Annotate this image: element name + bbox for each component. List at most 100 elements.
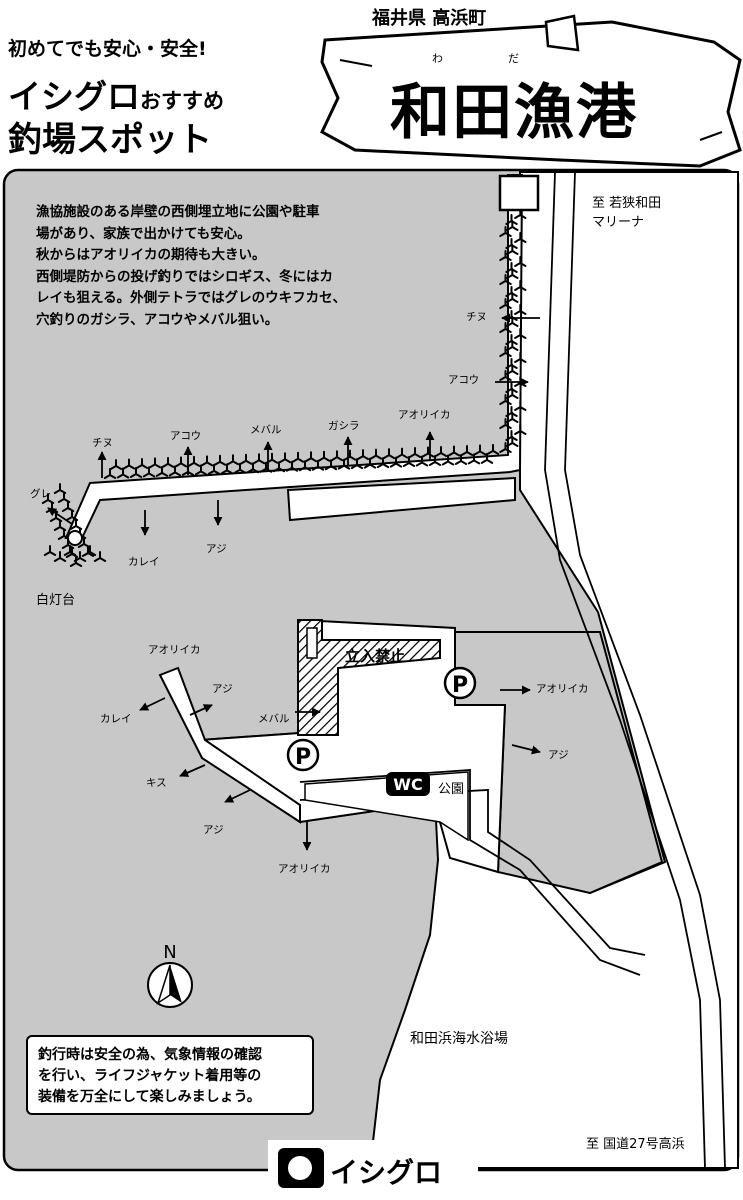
- fish-west-aoriika2: アオリイカ: [278, 863, 331, 875]
- fish-chinu-east: チヌ: [466, 311, 487, 323]
- tetrapod: [207, 463, 221, 475]
- tetrapod: [324, 459, 338, 471]
- tetrapod: [363, 457, 377, 469]
- fish-west-aji2: アジ: [203, 824, 224, 836]
- tetrapod: [499, 346, 512, 357]
- tetrapod: [226, 454, 240, 466]
- lighthouse-label: 白灯台: [36, 592, 75, 608]
- no-entry-building: [306, 627, 318, 659]
- tetrapod: [514, 352, 527, 363]
- page-title: 和田漁港: [390, 78, 638, 148]
- tetrapod: [514, 280, 527, 291]
- tetrapod: [514, 232, 527, 243]
- description-line: レイも狙える。外側テトラではグレのウキフカセ、: [36, 290, 347, 306]
- tetrapod: [506, 364, 519, 375]
- tetrapod: [514, 400, 527, 411]
- tetrapod: [187, 455, 201, 467]
- fish-west-kisu: キス: [146, 777, 167, 789]
- tetrapod: [499, 250, 512, 261]
- tetrapod: [43, 545, 57, 556]
- description-line: 穴釣りのガシラ、アコウやメバル狙い。: [36, 311, 279, 328]
- tetrapod: [337, 458, 351, 470]
- tetrapod: [434, 446, 448, 457]
- tetrapod: [415, 455, 429, 467]
- tetrapod: [499, 322, 512, 333]
- tetrapod-pattern: [41, 208, 527, 567]
- fish-mebaru: メバル: [250, 424, 282, 436]
- tetrapod: [213, 454, 227, 466]
- tetrapod: [506, 244, 519, 255]
- tetrapod: [454, 454, 468, 465]
- tetrapod: [369, 448, 383, 460]
- tetrapod: [514, 256, 527, 267]
- tetrapod: [109, 459, 123, 470]
- header-brand: イシグロ: [8, 77, 140, 116]
- tetrapod: [252, 453, 266, 465]
- north-road-line1: 至 若狭和田: [592, 195, 661, 211]
- tetrapod: [408, 447, 422, 458]
- north-breakwater: [64, 174, 524, 539]
- tetrapod: [311, 459, 325, 471]
- tetrapod: [499, 226, 512, 237]
- tetrapod: [103, 468, 117, 479]
- tetrapod: [506, 340, 519, 351]
- no-entry-label: 立入禁止: [345, 647, 405, 665]
- fish-aji: アジ: [206, 543, 227, 555]
- tetrapod: [499, 298, 512, 309]
- tetrapod: [356, 449, 370, 461]
- tetrapod: [194, 464, 208, 476]
- tetrapod: [506, 268, 519, 279]
- tetrapod: [135, 458, 149, 469]
- wc-label: WC: [393, 775, 422, 794]
- tetrapod: [298, 460, 312, 472]
- notice-line: を行い、ライフジャケット着用等の: [38, 1068, 262, 1084]
- tetrapod: [486, 443, 500, 455]
- fish-chinu: チヌ: [92, 437, 113, 449]
- title-ruby-da: だ: [508, 52, 519, 65]
- description-line: 秋からはアオリイカの期待も大きい。: [36, 247, 266, 263]
- fish-karei: カレイ: [128, 556, 160, 568]
- tetrapod: [506, 412, 519, 423]
- west-breakwater: [158, 666, 301, 824]
- header-brand-line: イシグロおすすめ: [8, 70, 224, 118]
- header-tagline: 初めてでも安心・安全!: [8, 38, 207, 60]
- tetrapod: [239, 453, 253, 465]
- tetrapod: [168, 465, 182, 477]
- tetrapod: [116, 467, 130, 479]
- tetrapod: [514, 424, 527, 435]
- header-subtitle: 釣場スポット: [8, 120, 212, 160]
- fish-west-mebaru: メバル: [258, 713, 290, 725]
- tetrapod: [174, 456, 188, 468]
- fish-akou-east: アコウ: [448, 374, 479, 386]
- fish-east-aji: アジ: [548, 749, 569, 761]
- north-road-line2: マリーナ: [592, 215, 644, 230]
- inner-quay: [286, 476, 516, 522]
- fish-gure: グレ: [30, 487, 51, 500]
- tetrapod: [73, 551, 87, 562]
- tetrapod: [122, 458, 136, 470]
- tetrapod: [317, 450, 331, 462]
- description-line: 西側堤防からの投げ釣りではシロギス、冬にはカ: [36, 268, 333, 285]
- footer-brand: イシグロ: [330, 1156, 442, 1189]
- notice-line: 装備を万全にして楽しみましょう。: [38, 1089, 261, 1105]
- tetrapod: [259, 461, 273, 473]
- tetrapod: [382, 448, 396, 460]
- tetrapod: [53, 551, 67, 562]
- tetrapod: [93, 551, 107, 562]
- beach-label: 和田浜海水浴場: [410, 1031, 508, 1047]
- tetrapod: [142, 466, 156, 478]
- tetrapod: [473, 444, 487, 456]
- fish-aoriika: アオリイカ: [398, 409, 451, 421]
- fish-west-aji: アジ: [212, 683, 233, 695]
- tetrapod: [467, 453, 481, 465]
- tetrapod: [499, 370, 512, 381]
- description-line: 場があり、家族で出かけても安心。: [36, 225, 251, 242]
- tetrapod: [350, 458, 364, 470]
- tetrapod: [278, 452, 292, 464]
- tetrapod: [220, 463, 234, 475]
- tetrapod: [155, 465, 169, 477]
- header-recommend: おすすめ: [140, 89, 224, 113]
- tetrapod: [499, 394, 512, 405]
- tetrapod: [161, 456, 175, 468]
